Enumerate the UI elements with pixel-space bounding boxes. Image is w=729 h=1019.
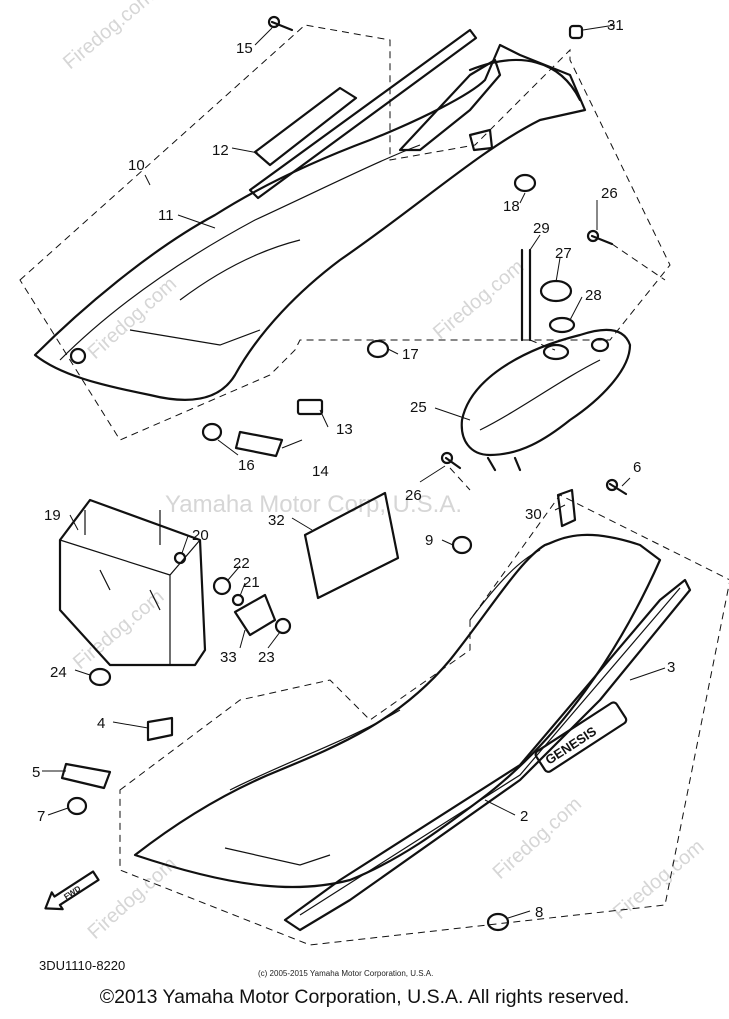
grommet-8 xyxy=(486,912,510,932)
fwd-label: FWD xyxy=(62,884,82,902)
watermark-6: Firedog.com xyxy=(489,793,586,884)
callout-21: 21 xyxy=(243,574,260,591)
copyright-footer: ©2013 Yamaha Motor Corporation, U.S.A. A… xyxy=(99,986,630,1008)
bolt-26-top xyxy=(590,234,614,246)
callout-29: 29 xyxy=(533,220,550,237)
callout-27: 27 xyxy=(555,245,572,262)
bolt-26-bottom xyxy=(444,456,462,470)
callout-4: 4 xyxy=(97,715,105,732)
bolt-20 xyxy=(173,551,187,565)
callout-14: 14 xyxy=(312,463,329,480)
gasket-28 xyxy=(548,316,576,334)
callout-22: 22 xyxy=(233,555,250,572)
callout-26a: 26 xyxy=(601,185,618,202)
small-copyright: (c) 2005-2015 Yamaha Motor Corporation, … xyxy=(258,969,433,978)
grommet-7 xyxy=(66,796,88,816)
tank-guide-lines xyxy=(449,243,666,491)
grommet-18 xyxy=(513,173,537,193)
callout-2: 2 xyxy=(520,808,528,825)
bolt-15 xyxy=(270,20,294,32)
gasket-28b xyxy=(542,343,570,361)
callout-18: 18 xyxy=(503,198,520,215)
callout-11: 11 xyxy=(158,207,174,224)
watermark-center: Yamaha Motor Corp, U.S.A. xyxy=(165,491,462,518)
assembly-outline-10 xyxy=(19,24,671,441)
watermark-1: Firedog.com xyxy=(59,0,158,74)
battery-box xyxy=(58,498,207,667)
plate-32 xyxy=(303,491,400,600)
bolt-26-top-head xyxy=(586,229,600,243)
callout-20: 20 xyxy=(192,527,209,544)
cap-27 xyxy=(539,279,573,303)
callout-16: 16 xyxy=(238,457,255,474)
bolt-6-head xyxy=(605,478,619,492)
grommet-24 xyxy=(88,667,112,687)
bolt-31 xyxy=(568,24,584,40)
nut-23 xyxy=(274,617,292,635)
callout-32: 32 xyxy=(268,512,285,529)
seat-front-bolt xyxy=(69,347,87,365)
seat-trim-strip xyxy=(248,28,478,200)
watermark-7: Firedog.com xyxy=(609,836,708,924)
callout-10: 10 xyxy=(128,157,145,174)
bracket-33 xyxy=(233,593,277,637)
watermarks: Yamaha Motor Corp, U.S.A. Firedog.com Fi… xyxy=(59,0,708,944)
diagram-code: 3DU1110-8220 xyxy=(39,958,125,973)
bracket-30 xyxy=(556,488,577,528)
grommet-16 xyxy=(201,422,223,442)
callout-30: 30 xyxy=(525,506,542,523)
callout-13: 13 xyxy=(336,421,353,438)
nut-21 xyxy=(231,593,245,607)
fwd-arrow: FWD xyxy=(44,870,100,911)
watermark-4: Firedog.com xyxy=(69,586,168,674)
side-cover xyxy=(133,533,662,889)
grommet-17 xyxy=(366,339,390,359)
callout-7: 7 xyxy=(37,808,45,825)
pad-5 xyxy=(60,762,112,790)
callout-33: 33 xyxy=(220,649,237,666)
bracket-seat-rear xyxy=(468,128,494,152)
callout-8: 8 xyxy=(535,904,543,921)
callout-28: 28 xyxy=(585,287,602,304)
callout-31: 31 xyxy=(607,17,624,34)
grommet-9 xyxy=(451,535,473,555)
callout-24: 24 xyxy=(50,664,67,681)
callout-17: 17 xyxy=(402,346,419,363)
washer-22 xyxy=(212,576,232,596)
watermark-5: Firedog.com xyxy=(84,853,181,944)
seat-cover xyxy=(33,43,587,401)
reservoir-tank xyxy=(460,328,632,472)
watermark-3: Firedog.com xyxy=(429,256,528,344)
clip-13 xyxy=(296,398,324,416)
pad-4 xyxy=(146,716,174,742)
callout-15: 15 xyxy=(236,40,253,57)
bolt-15-head xyxy=(267,15,281,29)
bolt-6 xyxy=(608,482,628,496)
callout-26b: 26 xyxy=(405,487,422,504)
callout-25: 25 xyxy=(410,399,427,416)
hose-29 xyxy=(520,248,532,342)
callout-19: 19 xyxy=(44,507,61,524)
callout-5: 5 xyxy=(32,764,40,781)
pad-14 xyxy=(234,430,284,458)
callout-3: 3 xyxy=(667,659,675,676)
assembly-outline-1 xyxy=(119,494,729,946)
callout-6: 6 xyxy=(633,459,641,476)
leader-lines xyxy=(42,24,666,919)
side-stripe xyxy=(283,578,692,932)
watermark-2: Firedog.com xyxy=(84,273,181,364)
side-stripe-inner xyxy=(299,587,681,916)
callouts: 31 15 12 10 11 18 26 29 27 28 17 25 13 1… xyxy=(32,17,675,921)
callout-9: 9 xyxy=(425,532,433,549)
decal-12 xyxy=(253,86,358,167)
callout-12: 12 xyxy=(212,142,229,159)
bolt-26-bottom-head xyxy=(440,451,454,465)
callout-23: 23 xyxy=(258,649,275,666)
